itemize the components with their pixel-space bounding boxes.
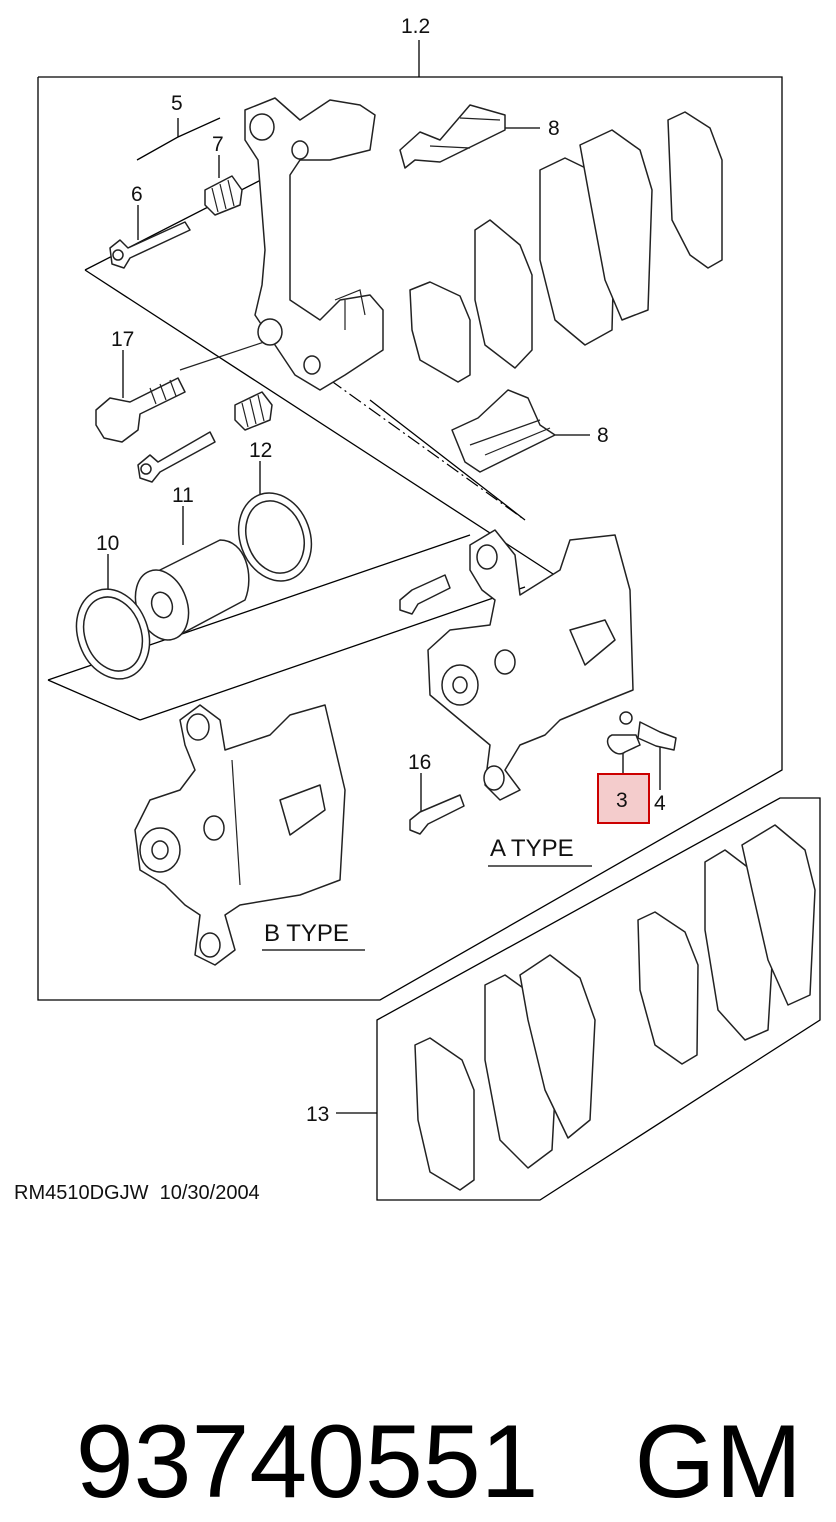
caliper-b-type <box>134 704 346 966</box>
callout-3-highlight <box>597 773 650 824</box>
part-number: 93740551 <box>75 1404 539 1520</box>
bolt-17 <box>95 377 186 443</box>
piston-11 <box>134 539 250 641</box>
callout-11: 11 <box>172 484 194 507</box>
guide-pin-7 <box>204 175 243 216</box>
callout-labels: 1.2 5 7 6 8 17 8 12 11 10 16 3 4 13 <box>96 15 666 1126</box>
callout-5: 5 <box>171 92 183 115</box>
callout-4: 4 <box>654 792 666 815</box>
callout-7: 7 <box>212 133 224 156</box>
pad-upper-right <box>539 111 723 346</box>
part-brand: GM <box>634 1404 803 1520</box>
callout-6: 6 <box>131 183 143 206</box>
type-labels: A TYPE B TYPE <box>262 835 592 951</box>
pad-upper-left <box>409 219 533 383</box>
b-type-label: B TYPE <box>264 920 349 947</box>
callout-16: 16 <box>408 751 431 774</box>
callout-1-2: 1.2 <box>401 15 430 38</box>
anti-rattle-clip-lower <box>451 389 556 473</box>
callout-8-upper: 8 <box>548 117 560 140</box>
callout-8-lower: 8 <box>597 424 609 447</box>
callout-3: 3 <box>616 789 628 812</box>
callout-17: 17 <box>111 328 134 351</box>
caliper-bracket <box>244 97 384 391</box>
guide-pin-lower <box>137 391 273 483</box>
part-number-banner: 93740551 GM <box>18 1282 818 1520</box>
bleeder-screw-4 <box>606 711 677 755</box>
guide-pin-6 <box>109 221 191 269</box>
brake-caliper-exploded-diagram: 1.2 5 7 6 8 17 8 12 11 10 16 3 4 13 A TY… <box>14 15 821 1204</box>
diagram-reference: RM4510DGJW 10/30/2004 <box>14 1182 260 1204</box>
callout-12: 12 <box>249 439 272 462</box>
caliper-a-type <box>399 529 634 835</box>
main-frame <box>37 40 783 1001</box>
callout-13: 13 <box>306 1103 329 1126</box>
pad-set-frame <box>336 797 821 1201</box>
seal-10 <box>75 588 151 680</box>
pad-set-13 <box>414 824 816 1191</box>
anti-rattle-clip-upper <box>399 104 506 169</box>
callout-10: 10 <box>96 532 119 555</box>
a-type-label: A TYPE <box>490 835 574 862</box>
seal-12 <box>237 492 313 582</box>
